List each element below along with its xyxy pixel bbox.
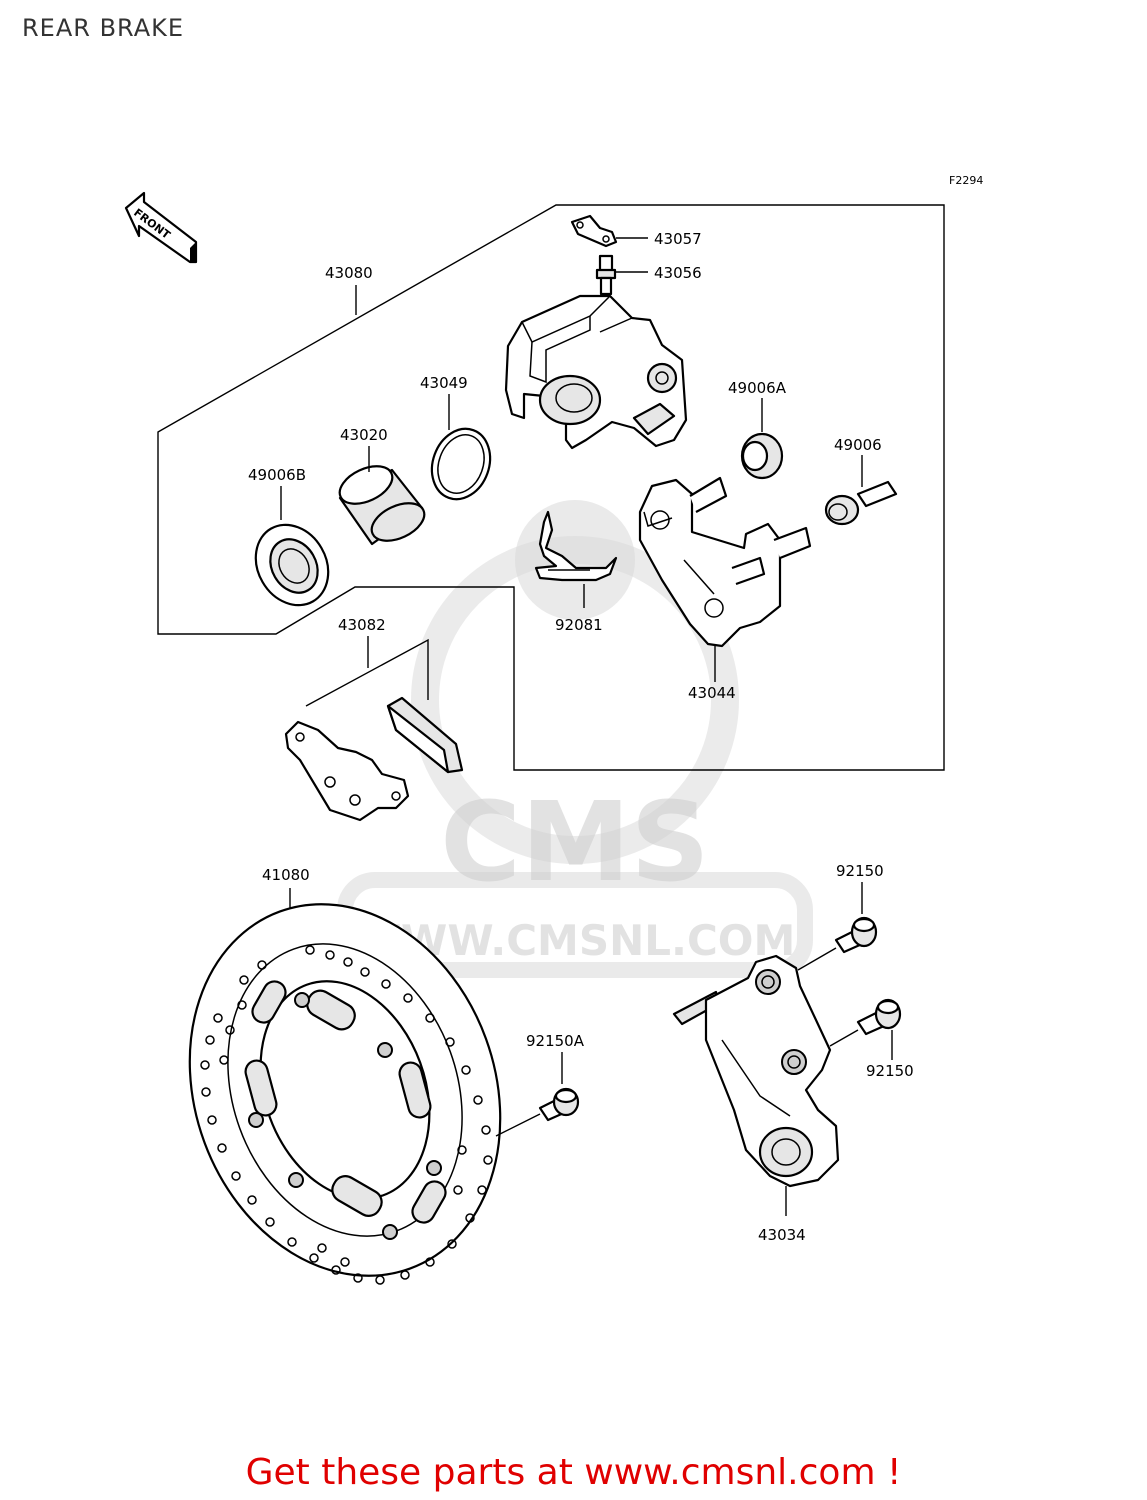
- watermark-logo: CMS: [440, 778, 709, 906]
- part-92150-top: 92150: [797, 862, 884, 971]
- caliper-body: [504, 294, 688, 450]
- part-label-41080: 41080: [262, 866, 310, 884]
- part-label-43056: 43056: [654, 264, 702, 282]
- part-label-43057: 43057: [654, 230, 702, 248]
- part-41080: 41080: [188, 866, 502, 1285]
- part-label-49006: 49006: [834, 436, 882, 454]
- caliper-assembly-outline: [157, 204, 945, 771]
- part-label-43049: 43049: [420, 374, 468, 392]
- part-43044: 43044: [638, 476, 812, 702]
- part-label-49006B: 49006B: [248, 466, 306, 484]
- part-43020: 43020: [338, 426, 426, 546]
- part-92150A: 92150A: [495, 1032, 585, 1137]
- part-label-43034: 43034: [758, 1226, 806, 1244]
- part-49006B: 49006B: [248, 466, 330, 607]
- part-49006: 49006: [824, 436, 898, 526]
- part-label-43082: 43082: [338, 616, 386, 634]
- part-43056: 43056: [595, 254, 702, 296]
- part-label-92150A: 92150A: [526, 1032, 585, 1050]
- part-label-43044: 43044: [688, 684, 736, 702]
- part-label-43020: 43020: [340, 426, 388, 444]
- part-43082: 43082: [284, 616, 464, 822]
- call-to-action-link[interactable]: Get these parts at www.cmsnl.com !: [245, 1452, 902, 1493]
- part-label-43080: 43080: [325, 264, 373, 282]
- part-label-92081: 92081: [555, 616, 603, 634]
- part-label-49006A: 49006A: [728, 379, 787, 397]
- page-title: REAR BRAKE: [22, 14, 185, 42]
- part-label-92150-top: 92150: [836, 862, 884, 880]
- part-43034: 43034: [672, 954, 840, 1244]
- part-label-92150-bottom: 92150: [866, 1062, 914, 1080]
- part-43057: 43057: [570, 214, 702, 248]
- figure-code: F2294: [949, 174, 983, 187]
- part-49006A: 49006A: [728, 379, 787, 480]
- exploded-parts-diagram: CMS WWW.CMSNL.COM F2294 FRONT 43080 4305…: [124, 174, 983, 1285]
- front-arrow-icon: FRONT: [124, 191, 198, 264]
- part-92081: 92081: [534, 510, 618, 634]
- part-43049: 43049: [420, 374, 492, 501]
- part-92150-bottom: 92150: [829, 998, 914, 1080]
